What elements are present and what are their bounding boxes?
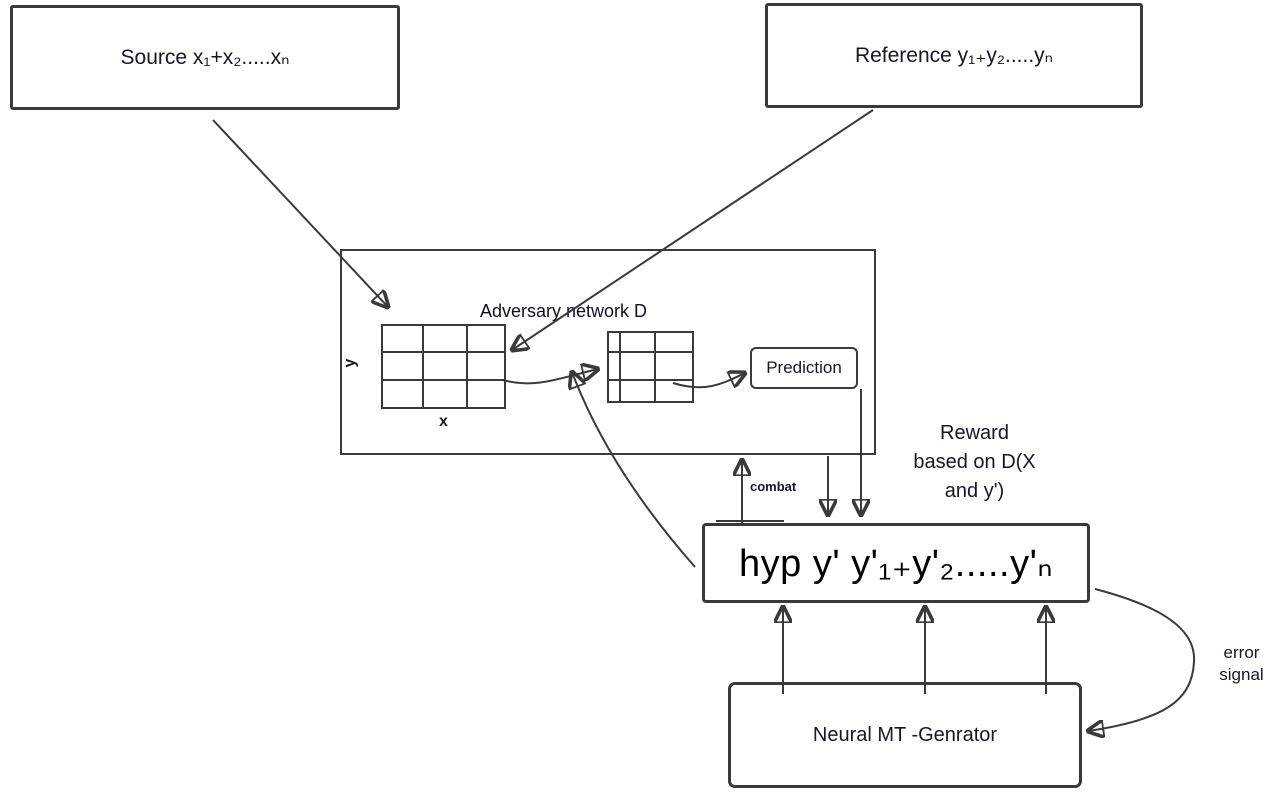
source-box-label: Source x₁+x₂.....xₙ — [120, 46, 290, 69]
y-axis-label: y — [341, 358, 359, 368]
adversary-network-label: Adversary network D — [480, 301, 648, 321]
reference-box: Reference y₁₊y₂.....yₙ — [765, 3, 1143, 108]
prediction-box: Prediction — [750, 347, 858, 389]
x-axis-label: x — [439, 413, 448, 430]
arrow-error-signal — [1088, 588, 1196, 731]
hypothesis-box-label: hyp y' y'₁₊y'₂.....y'ₙ — [739, 542, 1053, 585]
prediction-box-label: Prediction — [766, 358, 842, 377]
reward-note: Reward based on D(X and y') — [913, 422, 1036, 502]
hypothesis-box: hyp y' y'₁₊y'₂.....y'ₙ — [702, 523, 1090, 603]
source-box: Source x₁+x₂.....xₙ — [10, 5, 400, 110]
reference-box-label: Reference y₁₊y₂.....yₙ — [854, 44, 1054, 67]
combat-label: combat — [750, 479, 797, 494]
generator-box-label: Neural MT -Genrator — [812, 723, 998, 746]
error-signal-note: error signal — [1219, 643, 1264, 684]
generator-box: Neural MT -Genrator — [728, 682, 1082, 788]
